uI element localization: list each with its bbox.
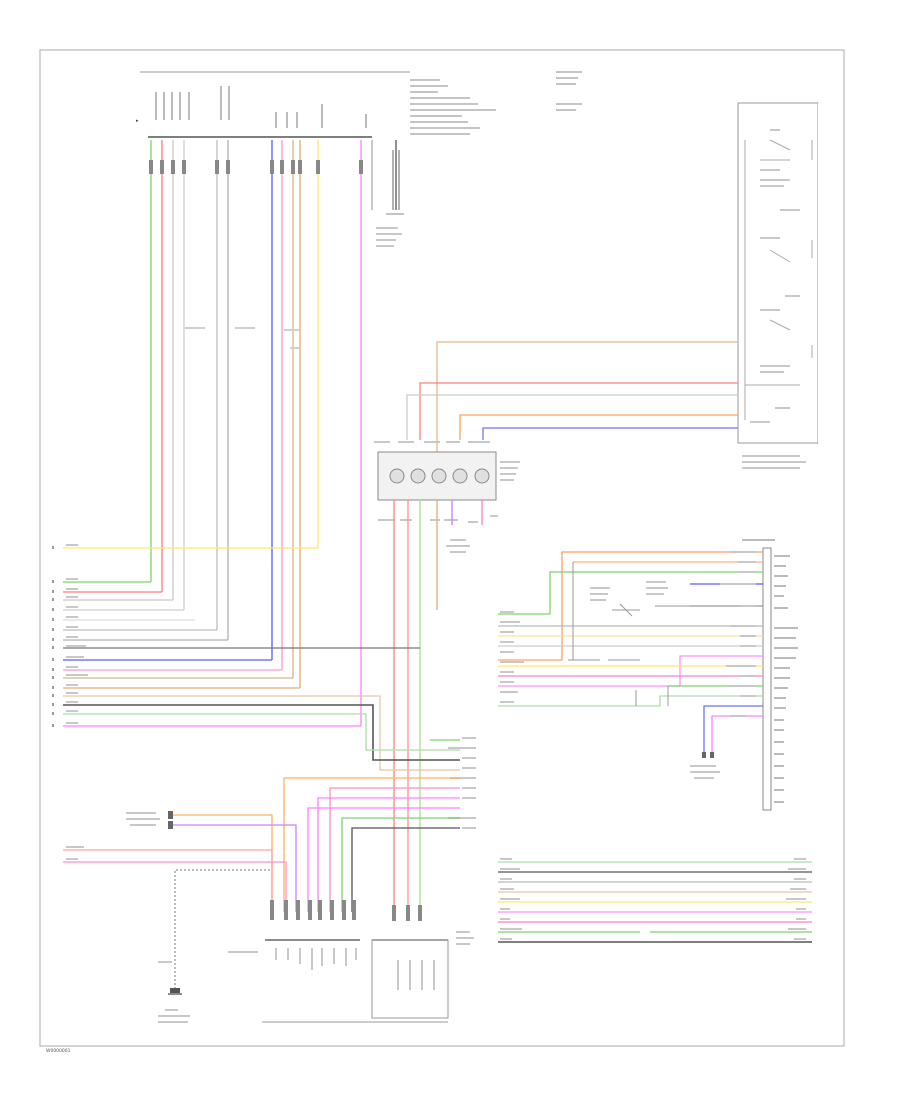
left-bus-labels (66, 544, 88, 724)
ground-circuit (158, 869, 270, 1023)
footer-code: W0000001 (46, 1048, 71, 1054)
display-unit-small-parts (568, 562, 690, 706)
left-horizontal-bus (63, 547, 460, 771)
display-unit-internal-labels (500, 551, 756, 779)
lower-left-labels (66, 812, 160, 860)
bottom-right-harness-labels (500, 858, 806, 940)
top-terminal-markers (149, 160, 363, 174)
bottom-connector-terminals (270, 900, 422, 921)
combination-switch-box (737, 102, 819, 444)
bottom-connector-labels (228, 931, 474, 990)
left-bus-pin-numbers (52, 546, 54, 727)
mid-right-labels (448, 737, 476, 829)
lower-left-connector-dots (168, 811, 173, 829)
wire-red-mid (419, 382, 738, 440)
display-unit-bottom-plug (702, 752, 714, 758)
top-vertical-wires (150, 140, 397, 726)
mid-wire-labels (185, 327, 300, 349)
lower-branch-wires (63, 777, 460, 912)
steering-audio-module-circles (389, 468, 490, 484)
top-legend-text (410, 71, 582, 135)
wire-blue-mid (482, 427, 738, 440)
wire-orange-mid (459, 414, 738, 440)
bottom-right-harness (498, 861, 812, 943)
wire-gray-mid (406, 394, 738, 440)
display-unit-wires (498, 551, 763, 752)
module-down-wires (393, 500, 483, 912)
display-unit-box (762, 547, 772, 811)
steering-audio-module-labels (374, 441, 520, 553)
audio-unit-box (371, 939, 449, 1019)
combination-switch-internals (744, 139, 813, 420)
combination-switch-labels (742, 129, 806, 469)
display-unit-pins (742, 539, 798, 803)
top-right-plug (376, 150, 404, 247)
diagram-frame (39, 49, 845, 1047)
top-wire-labels (155, 86, 367, 128)
connector-arrow-marker: ▸ (136, 118, 139, 124)
